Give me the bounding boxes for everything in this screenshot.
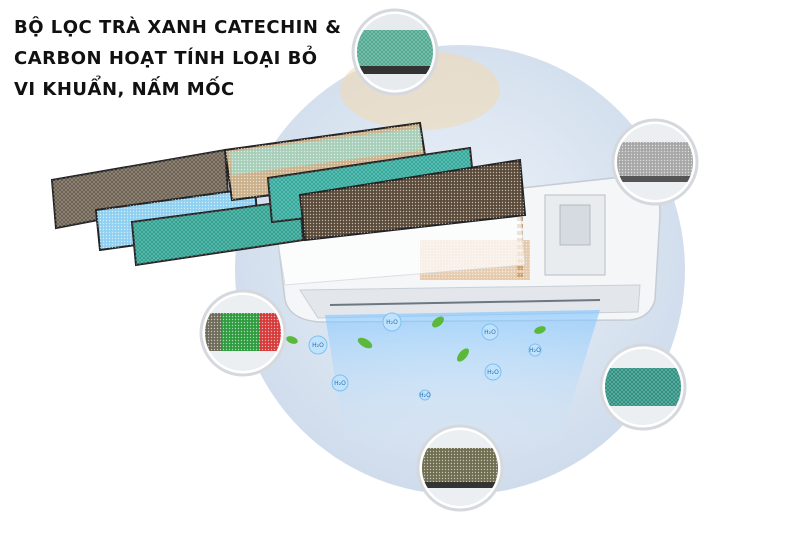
filter-layer-6 [298,158,527,242]
mist-label: H₂O [312,342,324,349]
cool-air-mist [308,310,600,460]
headline-line-3: VI KHUẨN, NẤM MỐC [14,79,235,100]
detail-circle-right-top [611,118,699,206]
water-droplet-labels: H₂O H₂O H₂O H₂O H₂O H₂O H₂O [312,319,541,399]
detail-circle-top [351,8,439,96]
detail-circle-bottom [416,424,504,512]
filter-layer-3 [130,198,305,267]
mist-label: H₂O [487,369,499,376]
headline-line-1: BỘ LỌC TRÀ XANH CATECHIN & [14,17,342,38]
mist-label: H₂O [419,392,431,399]
detail-circle-right-bottom [599,343,687,431]
headline: BỘ LỌC TRÀ XANH CATECHIN & CARBON HOẠT T… [14,12,341,105]
mist-label: H₂O [484,329,496,336]
mist-label: H₂O [334,380,346,387]
exploded-filter-layers [50,121,527,267]
detail-circle-left [199,289,287,377]
mist-label: H₂O [529,347,541,354]
mist-label: H₂O [386,319,398,326]
green-tea-leaves [286,316,546,362]
headline-line-2: CARBON HOẠT TÍNH LOẠI BỎ [14,48,318,69]
